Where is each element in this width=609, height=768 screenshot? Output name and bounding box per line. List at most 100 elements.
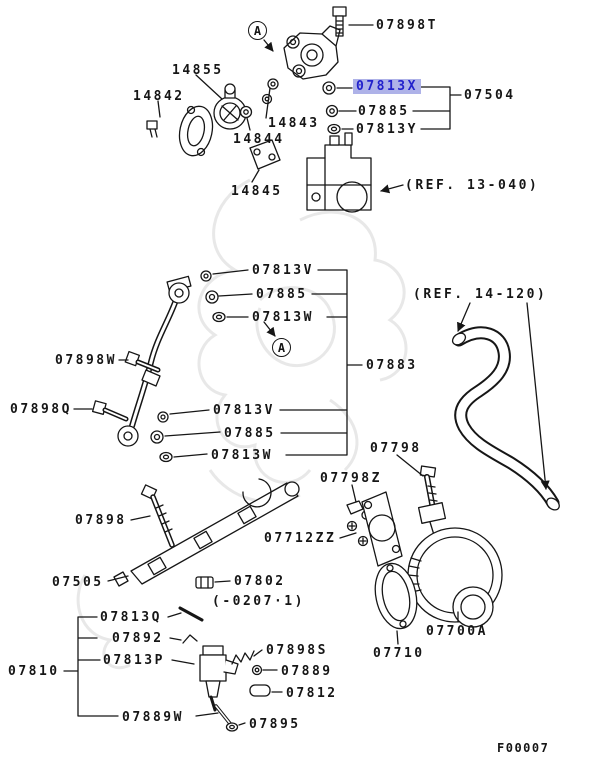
part-pin-07889W	[214, 704, 234, 728]
part-oring-07895	[225, 722, 239, 732]
part-label-07883[interactable]: 07883	[366, 358, 418, 373]
part-label-07898[interactable]: 07898	[75, 513, 127, 528]
bracket-07883	[279, 269, 363, 456]
part-label-07889[interactable]: 07889	[281, 664, 333, 679]
part-bolt-07898T	[332, 6, 347, 37]
part-bolt-14842	[146, 120, 158, 138]
part-bushing-07802	[195, 576, 214, 589]
part-label-07710[interactable]: 07710	[373, 646, 425, 661]
part-label-07898W[interactable]: 07898W	[55, 353, 117, 368]
part-orings-14843	[261, 78, 279, 105]
part-label-07810[interactable]: 07810	[8, 664, 60, 679]
leader-ref13040	[380, 184, 404, 194]
part-label-14855[interactable]: 14855	[172, 63, 224, 78]
part-screws-07712ZZ	[346, 520, 369, 547]
leader-07813Q	[167, 612, 182, 618]
view-marker-a-mid: A	[272, 338, 291, 357]
part-orings-right-stack	[322, 81, 341, 135]
part-label-07812[interactable]: 07812	[286, 686, 338, 701]
part-throttle-body-07700A	[361, 491, 503, 628]
leader-07505	[107, 575, 129, 582]
part-label-07885-b[interactable]: 07885	[256, 287, 308, 302]
part-label-07813V-b[interactable]: 07813V	[213, 403, 275, 418]
part-label-07898S[interactable]: 07898S	[266, 643, 328, 658]
part-valve-assembly-ref13040	[306, 132, 372, 213]
part-injector	[199, 645, 239, 712]
leader-07710	[396, 630, 399, 645]
part-label-07798Z[interactable]: 07798Z	[320, 471, 382, 486]
part-label-07813X-highlighted[interactable]: 07813X	[353, 79, 421, 94]
watermark-griffin	[76, 178, 408, 670]
part-label-07898T[interactable]: 07898T	[376, 18, 438, 33]
view-marker-a-top: A	[248, 21, 267, 40]
leader-07798Z	[351, 484, 357, 503]
part-label-07895[interactable]: 07895	[249, 717, 301, 732]
leader-07813W-b	[173, 453, 208, 458]
leader-07813V-b	[169, 409, 210, 415]
part-pin-07813Q	[178, 606, 204, 622]
part-label-07885-a[interactable]: 07885	[358, 104, 410, 119]
part-label-07504[interactable]: 07504	[464, 88, 516, 103]
part-label-07813Y[interactable]: 07813Y	[356, 122, 418, 137]
part-clip-07892	[182, 634, 198, 644]
leader-07898	[130, 515, 151, 521]
part-label-07885-c[interactable]: 07885	[224, 426, 276, 441]
leader-07898S	[253, 649, 263, 657]
part-label-07700A[interactable]: 07700A	[426, 624, 488, 639]
part-label-07802[interactable]: 07802	[234, 574, 286, 589]
leader-14842	[157, 100, 161, 118]
ref-label-14-120[interactable]: (REF. 14-120)	[413, 287, 548, 302]
leader-14844	[246, 117, 251, 131]
part-label-07892[interactable]: 07892	[112, 631, 164, 646]
arrow-view-a-mid	[263, 321, 276, 337]
ref-label-13-040[interactable]: (REF. 13-040)	[405, 178, 540, 193]
part-bolt-07898	[140, 484, 175, 548]
part-label-07889W[interactable]: 07889W	[122, 710, 184, 725]
leader-ref14120-b	[526, 302, 550, 490]
part-orings-mid-bottom	[150, 411, 173, 463]
part-cylinder-07812	[249, 684, 271, 697]
leader-07813V-a	[212, 269, 249, 275]
figure-code: F00007	[497, 741, 550, 755]
arrow-view-a-top	[263, 39, 274, 52]
leader-14855	[195, 74, 223, 100]
part-label-07813V-a[interactable]: 07813V	[252, 263, 314, 278]
leader-07885-c	[164, 431, 221, 437]
leader-07802	[214, 580, 231, 583]
part-label-07813W-b[interactable]: 07813W	[211, 448, 273, 463]
applicability-note: (-0207·1)	[212, 594, 305, 609]
part-label-07505[interactable]: 07505	[52, 575, 104, 590]
part-bolt-07898Q	[91, 400, 129, 422]
part-label-07898Q[interactable]: 07898Q	[10, 402, 72, 417]
leader-ref14120-a	[457, 302, 471, 332]
part-label-07798[interactable]: 07798	[370, 441, 422, 456]
part-hose-ref14120	[451, 326, 560, 511]
leader-07712ZZ	[339, 532, 357, 539]
part-label-14844[interactable]: 14844	[233, 132, 285, 147]
part-gasket-07710	[374, 562, 418, 630]
part-label-07712ZZ[interactable]: 07712ZZ	[264, 531, 337, 546]
part-label-07813W-a[interactable]: 07813W	[252, 310, 314, 325]
bracket-07504	[412, 86, 462, 130]
part-fuel-pipe	[117, 275, 192, 447]
part-label-07813P[interactable]: 07813P	[103, 653, 165, 668]
part-grommet-07889	[251, 664, 263, 676]
part-washer-14844	[239, 105, 253, 119]
leader-07895	[238, 722, 246, 726]
leader-07813P	[171, 659, 195, 665]
part-spring-07898S	[231, 650, 255, 665]
part-label-14843[interactable]: 14843	[268, 116, 320, 131]
leader-14843	[265, 87, 271, 119]
part-orings-mid-top	[200, 270, 226, 323]
part-gasket-14842	[178, 105, 214, 157]
part-water-outlet	[283, 25, 341, 80]
part-label-14845[interactable]: 14845	[231, 184, 283, 199]
part-fuel-rail-07505	[113, 478, 300, 587]
leader-07798	[396, 454, 424, 477]
part-label-14842[interactable]: 14842	[133, 89, 185, 104]
part-mount-plate-14845	[249, 139, 281, 170]
part-label-07813Q[interactable]: 07813Q	[100, 610, 162, 625]
leader-07889W	[195, 712, 219, 717]
bracket-07810	[63, 616, 119, 717]
